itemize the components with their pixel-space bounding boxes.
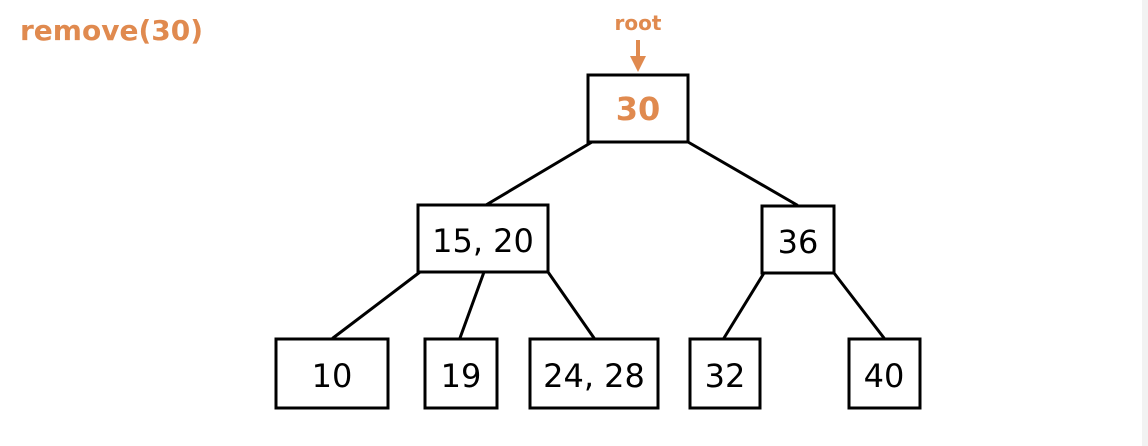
node-keys-24-28: 24, 28	[543, 357, 645, 395]
edge-15-20-to-24-28	[546, 270, 596, 340]
node-keys-15-20: 15, 20	[432, 222, 534, 260]
edge-36-to-40	[832, 271, 886, 340]
node-keys-root: 30	[616, 90, 661, 128]
node-keys-32: 32	[705, 357, 746, 395]
edge-root-to-36	[686, 140, 799, 207]
root-label: root	[615, 11, 662, 35]
node-keys-36: 36	[778, 223, 819, 261]
node-box-32	[688, 337, 762, 410]
tree-node-24-28: 24, 28	[528, 337, 660, 410]
node-box-10	[274, 337, 390, 410]
tree-node-36: 36	[760, 204, 836, 275]
tree-node-15-20: 15, 20	[416, 203, 550, 274]
root-arrow-head	[630, 56, 646, 72]
node-box-36	[760, 204, 836, 275]
node-box-19	[423, 337, 499, 410]
edge-15-20-to-10	[331, 270, 422, 340]
right-edge-strip	[1142, 0, 1148, 446]
node-box-24-28	[528, 337, 660, 410]
edge-36-to-32	[722, 271, 766, 340]
node-box-40	[847, 337, 922, 410]
tree-node-40: 40	[847, 337, 922, 410]
node-keys-19: 19	[441, 357, 482, 395]
tree-edges	[331, 140, 886, 340]
tree-node-10: 10	[274, 337, 390, 410]
node-box-15-20	[416, 203, 550, 274]
tree-node-root: 30	[586, 73, 690, 144]
node-keys-40: 40	[864, 357, 905, 395]
tree-node-32: 32	[688, 337, 762, 410]
node-keys-10: 10	[312, 357, 353, 395]
node-box-root	[586, 73, 690, 144]
edge-15-20-to-19	[458, 270, 486, 340]
edge-root-to-15-20	[484, 140, 594, 207]
tree-node-19: 19	[423, 337, 499, 410]
root-pointer: root	[615, 11, 662, 72]
operation-title: remove(30)	[20, 14, 204, 47]
